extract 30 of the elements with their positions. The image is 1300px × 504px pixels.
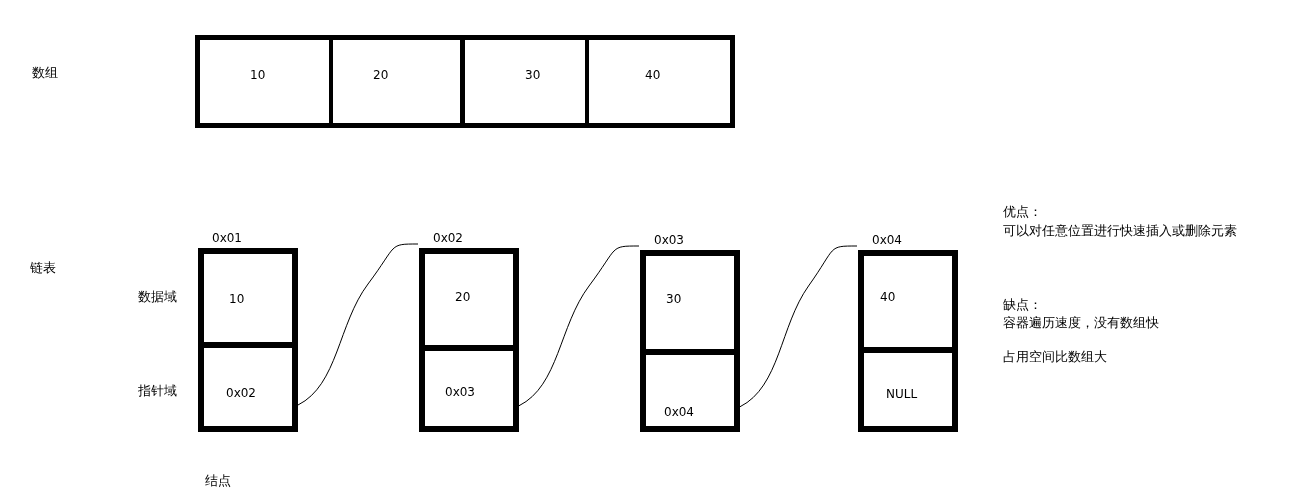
cell-value: 0x02 (226, 386, 256, 400)
array-cell (195, 35, 333, 128)
cell-value: 0x03 (445, 385, 475, 399)
cell-value: 30 (525, 68, 541, 82)
note-text: 可以对任意位置进行快速插入或删除元素 (1003, 222, 1237, 240)
array-cell (465, 35, 585, 128)
cell-value: 30 (666, 292, 682, 306)
address-label: 0x03 (654, 233, 684, 247)
note-heading: 缺点： (1003, 296, 1042, 314)
array-cell (585, 35, 735, 128)
cell-value: 40 (645, 68, 661, 82)
note-text: 占用空间比数组大 (1003, 348, 1107, 366)
cell-value: 10 (229, 292, 245, 306)
cell-value: 0x04 (664, 405, 694, 419)
node-caption: 结点 (205, 472, 231, 490)
address-label: 0x02 (433, 231, 463, 245)
row-heading: 数组 (32, 64, 58, 82)
cell-value: NULL (886, 387, 918, 401)
cell-value: 20 (373, 68, 389, 82)
field-label: 数据域 (138, 288, 177, 306)
note-text: 容器遍历速度，没有数组快 (1003, 314, 1159, 332)
address-label: 0x01 (212, 231, 242, 245)
note-heading: 优点： (1003, 203, 1042, 221)
cell-value: 20 (455, 290, 471, 304)
address-label: 0x04 (872, 233, 902, 247)
field-label: 指针域 (138, 382, 177, 400)
cell-value: 40 (880, 290, 896, 304)
row-heading: 链表 (30, 259, 56, 277)
array-cell (333, 35, 465, 128)
cell-value: 10 (250, 68, 266, 82)
